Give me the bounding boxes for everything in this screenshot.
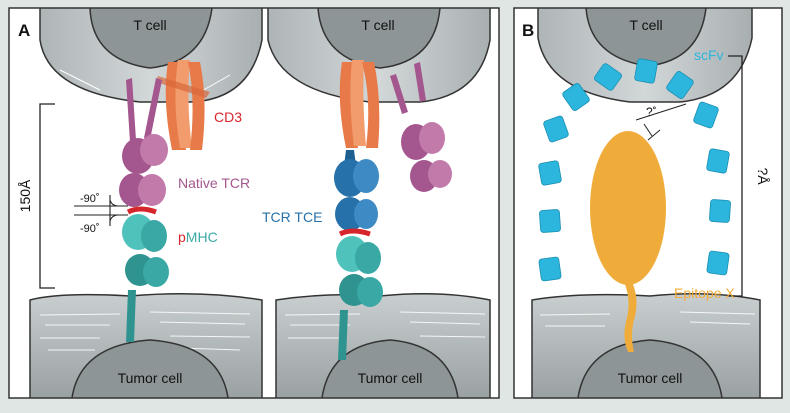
panel-a [8,7,500,399]
tumor-cell-b [531,293,761,398]
tumor-cell-left-label: Tumor cell [118,370,183,386]
tcr-tce-right [334,150,379,237]
pmhc-label-mhc: MHC [186,229,218,245]
distance-bracket-a [39,103,55,289]
t-cell-right-label: T cell [361,17,394,33]
epitope-x-label: Epitope X [674,285,735,301]
cd3-left [156,60,210,150]
panel-b [513,7,783,399]
cd3-right [339,60,380,148]
native-tcr-label: Native TCR [178,175,250,191]
angle-top-label: -90˚ [80,193,100,205]
angle-marker-a [74,195,128,226]
tumor-cell-right [275,293,491,398]
pmhc-label-p: p [178,229,186,245]
distance-label-b: ?Å [755,167,771,185]
panel-b-letter: B [522,21,534,40]
pmhc-label: pMHC [178,229,218,245]
scfv-arc [538,58,731,282]
cd3-label: CD3 [214,109,242,125]
pmhc-right [336,236,383,360]
t-cell-right [267,8,491,103]
t-cell-b [537,8,753,103]
t-cell-left-label: T cell [133,17,166,33]
native-tcr-left [119,78,168,215]
tcr-tce-label: TCR TCE [262,209,322,225]
angle-bottom-label: -90˚ [80,223,100,235]
t-cell-b-label: T cell [629,17,662,33]
scfv-label: scFv [694,47,724,63]
panel-a-letter: A [18,21,30,40]
angle-label-b: ?˚ [646,105,657,119]
t-cell-left [39,8,263,103]
native-tcr-right [390,62,452,192]
epitope-x [590,131,666,352]
tumor-cell-left [29,293,263,398]
tumor-cell-right-label: Tumor cell [358,370,423,386]
distance-bracket-b [728,55,743,297]
pmhc-left [122,214,169,342]
angle-marker-b [635,103,687,141]
tumor-cell-b-label: Tumor cell [618,370,683,386]
distance-label-a: 150Å [17,179,33,212]
